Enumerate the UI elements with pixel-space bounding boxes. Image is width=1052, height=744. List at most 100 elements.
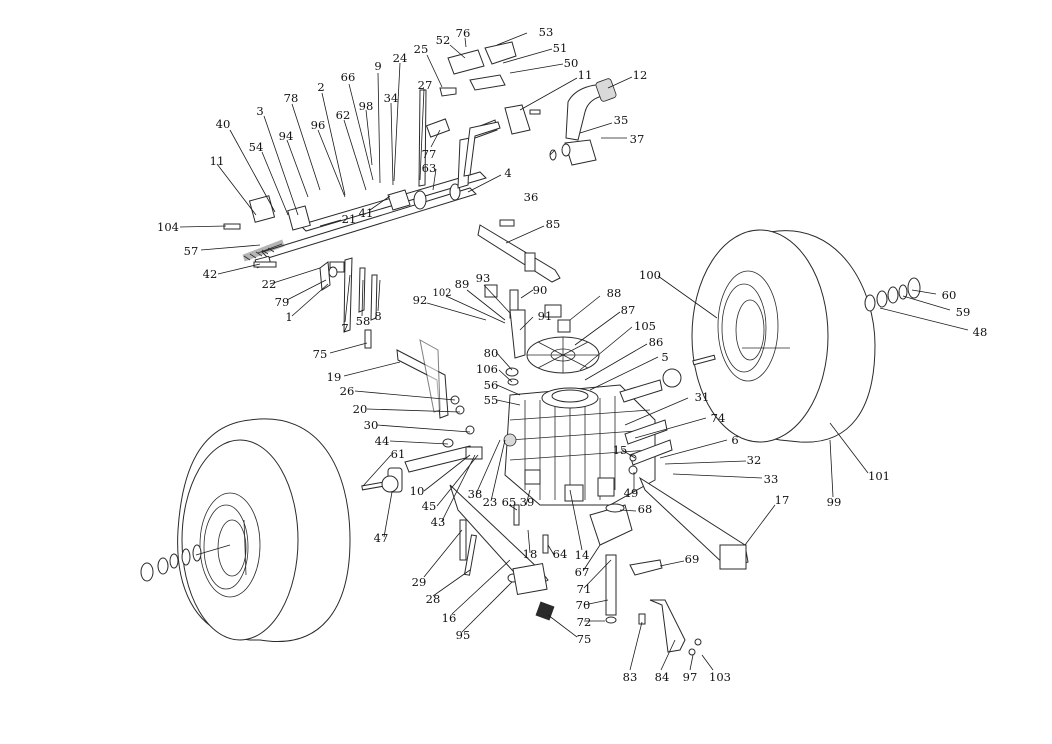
callout-76: 76 — [456, 26, 471, 40]
callout-97: 97 — [683, 670, 698, 684]
callout-56: 56 — [484, 378, 499, 392]
callout-3: 3 — [256, 104, 263, 118]
callout-48: 48 — [973, 325, 988, 339]
callout-88: 88 — [607, 286, 622, 300]
callout-32: 32 — [747, 453, 762, 467]
callout-11-left: 11 — [210, 154, 225, 168]
callout-40: 40 — [216, 117, 231, 131]
callout-16: 16 — [442, 611, 457, 625]
callout-17: 17 — [775, 493, 790, 507]
callout-59: 59 — [956, 305, 971, 319]
callout-25: 25 — [414, 42, 429, 56]
callout-80: 80 — [484, 346, 499, 360]
callout-37: 37 — [630, 132, 645, 146]
callout-29: 29 — [412, 575, 427, 589]
callout-11-upper: 11 — [578, 68, 593, 82]
callout-6: 6 — [731, 433, 738, 447]
callout-77: 77 — [422, 147, 437, 161]
callout-12: 12 — [633, 68, 648, 82]
callout-106: 106 — [476, 362, 498, 376]
callout-70: 70 — [576, 598, 591, 612]
callout-84: 84 — [655, 670, 670, 684]
callout-90: 90 — [533, 283, 548, 297]
callout-63: 63 — [422, 161, 437, 175]
callout-8: 8 — [374, 309, 381, 323]
callout-4: 4 — [504, 166, 511, 180]
parts-illustration — [140, 41, 921, 656]
frame-shaft-illustration — [242, 87, 498, 333]
left-wheel-illustration — [140, 418, 351, 642]
callout-89: 89 — [455, 277, 470, 291]
callout-labels: 76 53 52 51 25 50 24 9 11 12 66 27 78 2 … — [157, 25, 987, 684]
callout-68: 68 — [638, 502, 653, 516]
callout-104: 104 — [157, 220, 179, 234]
hardware-illustration — [223, 219, 702, 656]
callout-43: 43 — [431, 515, 446, 529]
callout-51: 51 — [553, 41, 568, 55]
right-wheel-illustration — [691, 229, 921, 443]
callout-33: 33 — [764, 472, 779, 486]
callout-34: 34 — [384, 91, 399, 105]
callout-24: 24 — [393, 51, 408, 65]
callout-100: 100 — [639, 268, 661, 282]
callout-5: 5 — [661, 350, 668, 364]
callout-69: 69 — [685, 552, 700, 566]
callout-60: 60 — [942, 288, 957, 302]
callout-61: 61 — [391, 447, 406, 461]
callout-72: 72 — [577, 615, 592, 629]
callout-14: 14 — [575, 548, 590, 562]
callout-105: 105 — [634, 319, 656, 333]
callout-41: 41 — [359, 206, 374, 220]
callout-58: 58 — [356, 314, 371, 328]
callout-95: 95 — [456, 628, 471, 642]
callout-57: 57 — [184, 244, 199, 258]
callout-19: 19 — [327, 370, 342, 384]
callout-85: 85 — [546, 217, 561, 231]
callout-52: 52 — [436, 33, 451, 47]
callout-2: 2 — [317, 80, 324, 94]
callout-30: 30 — [364, 418, 379, 432]
callout-10: 10 — [410, 484, 425, 498]
callout-47: 47 — [374, 531, 389, 545]
callout-26: 26 — [340, 384, 355, 398]
callout-92: 92 — [413, 293, 428, 307]
callout-65: 65 — [502, 495, 517, 509]
callout-15: 15 — [613, 443, 628, 457]
callout-75-lower: 75 — [577, 632, 592, 646]
callout-38: 38 — [468, 487, 483, 501]
callout-87: 87 — [621, 303, 636, 317]
pedal-illustration — [425, 41, 617, 177]
callout-20: 20 — [353, 402, 368, 416]
callout-67: 67 — [575, 565, 590, 579]
transmission-illustration — [404, 319, 749, 653]
callout-9: 9 — [374, 59, 381, 73]
leader-lines — [179, 32, 969, 671]
callout-78: 78 — [284, 91, 299, 105]
callout-83: 83 — [623, 670, 638, 684]
callout-99: 99 — [827, 495, 842, 509]
callout-44: 44 — [375, 434, 390, 448]
callout-7: 7 — [341, 321, 348, 335]
callout-54: 54 — [249, 140, 264, 154]
callout-101: 101 — [868, 469, 890, 483]
callout-71: 71 — [577, 582, 592, 596]
callout-22: 22 — [262, 277, 277, 291]
callout-31: 31 — [695, 390, 710, 404]
callout-45: 45 — [422, 499, 437, 513]
callout-79: 79 — [275, 295, 290, 309]
callout-75-upper: 75 — [313, 347, 328, 361]
callout-62: 62 — [336, 108, 351, 122]
callout-98: 98 — [359, 99, 374, 113]
callout-86: 86 — [649, 335, 664, 349]
callout-49: 49 — [624, 486, 639, 500]
callout-93: 93 — [476, 271, 491, 285]
callout-1: 1 — [285, 310, 292, 324]
callout-50: 50 — [564, 56, 579, 70]
callout-64: 64 — [553, 547, 568, 561]
callout-27: 27 — [418, 78, 433, 92]
callout-66: 66 — [341, 70, 356, 84]
callout-55: 55 — [484, 393, 499, 407]
callout-94: 94 — [279, 129, 294, 143]
callout-28: 28 — [426, 592, 441, 606]
